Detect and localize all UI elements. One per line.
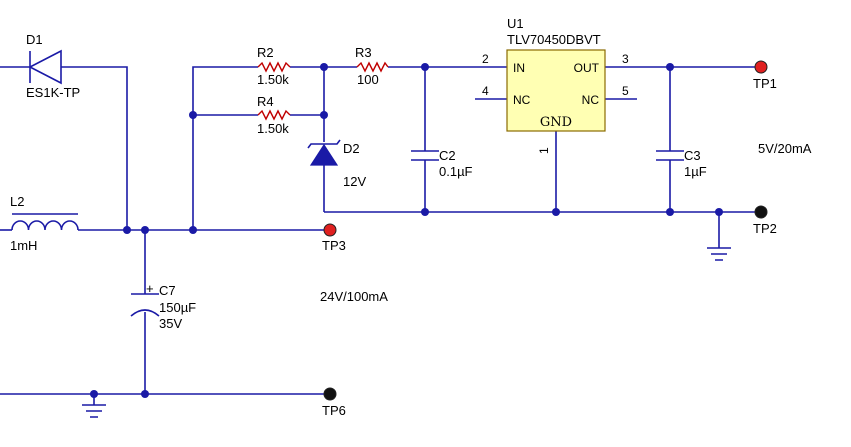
wire-d1-right [61,66,128,230]
junctions [90,63,723,398]
junction [421,63,429,71]
junction [141,226,149,234]
u1-pin-nc4-num: 4 [482,84,489,98]
c3-value: 1µF [684,164,707,179]
capacitor-c2: C2 0.1µF [411,148,473,179]
c3-ref: C3 [684,148,701,163]
c2-value: 0.1µF [439,164,473,179]
tp6-label: TP6 [322,403,346,418]
tp3-dot[interactable] [323,223,337,237]
tp6-dot[interactable] [323,387,337,401]
input-rating-note: 24V/100mA [320,289,388,304]
junction [666,63,674,71]
c7-value: 150µF [159,300,196,315]
wires [0,66,760,405]
r3-value: 100 [357,72,379,87]
ground-symbol-left [82,404,106,418]
r4-value: 1.50k [257,121,289,136]
u1-pin-in-name: IN [513,61,525,75]
d2-ref: D2 [343,141,360,156]
c7-voltage: 35V [159,316,182,331]
u1-body [506,49,606,132]
junction [320,63,328,71]
u1-pin-nc5-name: NC [582,93,600,107]
diode-d1-body [28,49,62,85]
d1-ref: D1 [26,32,43,47]
diode-d1: D1 ES1K-TP [26,32,80,100]
c7-ref: C7 [159,283,176,298]
u1-part: TLV70450DBVT [507,32,601,47]
u1-pin-gnd-name: GND [540,115,572,130]
testpoint-tp6[interactable]: TP6 [322,387,346,418]
l2-ref: L2 [10,194,24,209]
tp2-label: TP2 [753,221,777,236]
u1-ref: U1 [507,16,524,31]
r2-ref: R2 [257,45,274,60]
u1-pin-nc4-name: NC [513,93,531,107]
junction [666,208,674,216]
capacitor-c7: + C7 150µF 35V [130,281,196,331]
c7-plate-bottom [130,309,160,317]
inductor-l2-coils [11,220,79,231]
testpoint-tp1[interactable]: TP1 [753,60,777,91]
resistor-r2: R2 1.50k [257,45,291,87]
zener-d2-bar [307,139,341,149]
ground-right-lines [707,247,731,261]
r2-value: 1.50k [257,72,289,87]
ground-left-lines [82,404,106,418]
output-rating-note: 5V/20mA [758,141,812,156]
junction [90,390,98,398]
zener-d2-body [309,143,339,166]
l2-value: 1mH [10,238,37,253]
capacitor-c3: C3 1µF [656,148,707,179]
junction [189,111,197,119]
junction [320,111,328,119]
u1-pin-in-num: 2 [482,52,489,66]
junction [141,390,149,398]
junction [715,208,723,216]
zener-d2: D2 12V [307,139,366,189]
ground-symbol-right [707,247,731,261]
wire-rnet-left [192,66,258,230]
tp1-dot[interactable] [754,60,768,74]
resistor-r3: R3 100 [355,45,389,87]
r4-ref: R4 [257,94,274,109]
inductor-l2: L2 1mH [10,194,79,253]
testpoint-tp3[interactable]: TP3 [322,223,346,253]
u1-pin-out-num: 3 [622,52,629,66]
junction [421,208,429,216]
u1-pin-out-name: OUT [574,61,600,75]
r4-zigzag [257,109,291,121]
r2-zigzag [257,61,291,73]
c2-ref: C2 [439,148,456,163]
junction [552,208,560,216]
tp3-label: TP3 [322,238,346,253]
tp2-dot[interactable] [754,205,768,219]
testpoint-tp2[interactable]: TP2 [753,205,777,236]
c7-polarity: + [146,281,154,296]
d2-value: 12V [343,174,366,189]
u1-pin-gnd-num: 1 [537,147,551,154]
u1-pin-nc5-num: 5 [622,84,629,98]
ic-u1: U1 TLV70450DBVT IN NC OUT NC GND 2 4 3 5… [482,16,629,154]
junction [123,226,131,234]
r3-zigzag [356,61,389,73]
tp1-label: TP1 [753,76,777,91]
resistor-r4: R4 1.50k [257,94,291,136]
r3-ref: R3 [355,45,372,60]
junction [189,226,197,234]
d1-value: ES1K-TP [26,85,80,100]
